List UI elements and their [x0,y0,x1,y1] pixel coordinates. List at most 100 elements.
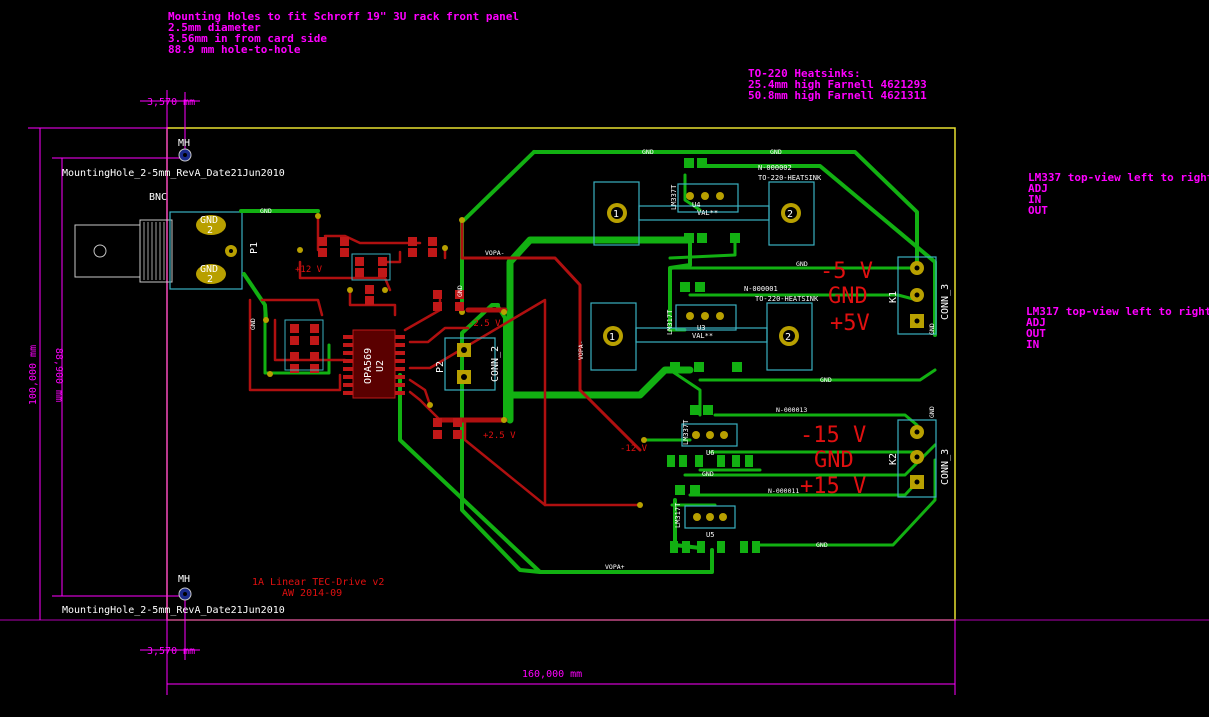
svg-text:+15 V: +15 V [800,474,866,499]
svg-text:GND: GND [928,406,936,418]
svg-text:U2: U2 [375,360,386,372]
svg-text:LM337 top-view left to right: LM337 top-view left to right [1028,171,1209,184]
svg-text:GND: GND [260,207,272,215]
connector-p2: P2 CONN_2 [435,337,501,391]
svg-text:GND: GND [770,148,782,156]
svg-text:N-000001: N-000001 [744,285,778,293]
svg-text:2.5mm diameter: 2.5mm diameter [168,21,261,34]
svg-text:TO-220-HEATSINK: TO-220-HEATSINK [755,295,819,303]
dim-bottom-offset: 3,570 mm [147,646,195,657]
svg-text:50.8mm high Farnell 4621311: 50.8mm high Farnell 4621311 [748,89,927,102]
svg-text:1: 1 [613,209,619,220]
svg-text:GND: GND [828,284,868,309]
voltage-labels: +12 V -2.5 V +2.5 V -12 V -5 V GND +5V -… [295,259,873,499]
svg-text:3.56mm in from card side: 3.56mm in from card side [168,32,327,45]
svg-text:LM337T: LM337T [682,419,690,445]
heatsink-2: 1 2 N-000001 TO-220-HEATSINK [590,285,819,371]
svg-text:U6: U6 [706,449,714,457]
net-labels: GND GND GND GND GND GND GND GND GND GND … [249,148,936,571]
svg-text:GND: GND [642,148,654,156]
regulator-u5: LM317T U5 [670,485,760,553]
svg-text:OPA569: OPA569 [363,348,374,384]
mounting-hole-top: MH MountingHole_2-5mm_RevA_Date21Jun2010 [62,138,285,179]
svg-text:GND: GND [702,470,714,478]
svg-text:K1: K1 [888,291,899,303]
svg-text:U3: U3 [697,324,705,332]
svg-text:1: 1 [609,332,615,343]
svg-text:-2.5 V: -2.5 V [468,319,501,329]
svg-text:VAL**: VAL** [697,209,718,217]
regulator-u4: LM337T VAL** U4 [670,158,740,243]
svg-text:P2: P2 [435,361,446,373]
vias [263,213,647,508]
svg-text:AW 2014-09: AW 2014-09 [282,588,342,599]
svg-text:N-000002: N-000002 [758,164,792,172]
svg-text:TO-220 Heatsinks:: TO-220 Heatsinks: [748,67,861,80]
regulator-u6: LM337T U6 [667,405,753,467]
svg-text:1A Linear TEC-Drive v2: 1A Linear TEC-Drive v2 [252,577,384,588]
mounting-note: Mounting Holes to fit Schroff 19" 3U rac… [168,10,519,56]
svg-text:2: 2 [785,332,791,343]
svg-text:25.4mm high Farnell 4621293: 25.4mm high Farnell 4621293 [748,78,927,91]
svg-text:ADJ: ADJ [1028,182,1048,195]
svg-text:GND: GND [814,448,854,473]
svg-text:MH: MH [178,574,190,585]
dim-height: 100,000 mm [28,345,39,405]
svg-text:N-000013: N-000013 [776,406,807,414]
svg-text:P1: P1 [249,242,260,254]
svg-text:U4: U4 [692,201,700,209]
svg-text:GND: GND [200,215,218,226]
svg-text:+12 V: +12 V [295,265,323,275]
svg-text:2: 2 [207,274,213,285]
svg-text:GND: GND [816,541,828,549]
svg-text:LM317 top-view left to right: LM317 top-view left to right [1026,305,1209,318]
svg-text:LM317T: LM317T [666,309,674,335]
svg-text:N-000011: N-000011 [768,487,799,495]
svg-text:GND: GND [456,285,464,297]
heatsink-1: 1 2 N-000002 TO-220-HEATSINK [593,164,822,246]
svg-text:LM337T: LM337T [670,184,678,210]
svg-text:MountingHole_2-5mm_RevA_Date21: MountingHole_2-5mm_RevA_Date21Jun2010 [62,605,285,616]
mounting-hole-bottom: MH MountingHole_2-5mm_RevA_Date21Jun2010 [62,574,285,616]
svg-text:LM317T: LM317T [674,502,682,528]
svg-text:GND: GND [796,260,808,268]
dim-hole-span: 88,900 mm [53,348,64,402]
svg-text:CONN_3: CONN_3 [940,449,951,485]
svg-text:GND: GND [820,376,832,384]
svg-text:ADJ: ADJ [1026,316,1046,329]
svg-text:+5V: +5V [830,311,870,336]
svg-text:CONN_2: CONN_2 [490,346,501,382]
svg-text:2: 2 [207,225,213,236]
dim-top-offset: 3,570 mm [147,97,195,108]
svg-text:Mounting Holes to fit Schroff: Mounting Holes to fit Schroff 19" 3U rac… [168,10,519,23]
lm317-note: LM317 top-view left to right ADJ OUT IN [1026,305,1209,351]
svg-text:MountingHole_2-5mm_RevA_Date21: MountingHole_2-5mm_RevA_Date21Jun2010 [62,168,285,179]
svg-text:VOPA-: VOPA- [485,249,505,257]
svg-text:IN: IN [1028,193,1041,206]
dim-width: 160,000 mm [522,669,582,680]
bnc-connector: BNC P1 GND 2 GND 2 [74,192,260,290]
svg-text:+2.5 V: +2.5 V [483,431,516,441]
svg-text:GND: GND [200,264,218,275]
svg-text:88.9 mm hole-to-hole: 88.9 mm hole-to-hole [168,43,301,56]
connector-k2: K2 CONN_3 [888,419,951,498]
svg-text:K2: K2 [888,453,899,465]
svg-text:GND: GND [249,318,257,330]
svg-text:-12 V: -12 V [620,444,648,454]
svg-text:2: 2 [787,209,793,220]
svg-text:BNC: BNC [149,192,167,203]
opamp-u2: OPA569 U2 [343,329,405,399]
top-copper-traces [248,216,642,507]
regulator-u3: LM317T VAL** U3 [666,282,742,372]
svg-text:IN: IN [1026,338,1039,351]
svg-text:U5: U5 [706,531,714,539]
board-title: 1A Linear TEC-Drive v2 AW 2014-09 [252,577,384,599]
svg-text:OUT: OUT [1028,204,1048,217]
heatsink-note: TO-220 Heatsinks: 25.4mm high Farnell 46… [748,67,927,102]
svg-text:OUT: OUT [1026,327,1046,340]
lm337-note: LM337 top-view left to right ADJ IN OUT [1028,171,1209,217]
svg-text:VOPA-: VOPA- [577,340,585,360]
connector-k1: K1 CONN_3 [888,256,951,335]
svg-text:GND: GND [928,323,936,335]
